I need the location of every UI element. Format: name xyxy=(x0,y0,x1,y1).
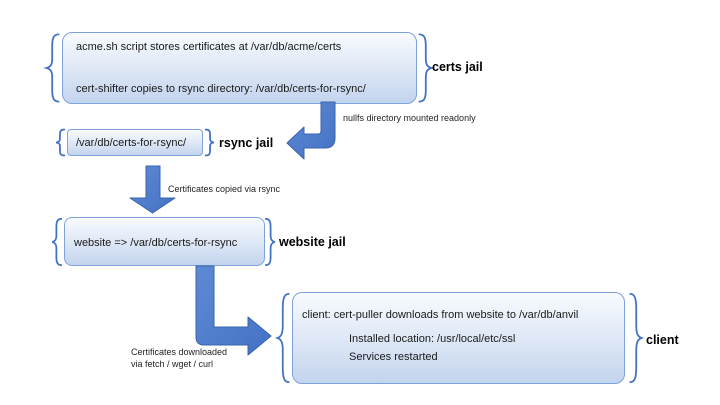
certs-to-rsync-arrow xyxy=(286,101,336,160)
certs-jail-label: certs jail xyxy=(432,60,483,74)
rsync-to-website-arrow xyxy=(129,165,176,214)
client-box: client: cert-puller downloads from websi… xyxy=(292,292,625,384)
rsync-jail-path: /var/db/certs-for-rsync/ xyxy=(76,137,187,149)
website-right-brace xyxy=(264,218,276,266)
client-line1: client: cert-puller downloads from websi… xyxy=(302,309,579,321)
rsync-left-brace xyxy=(55,129,66,156)
rsync-jail-box: /var/db/certs-for-rsync/ xyxy=(67,129,203,156)
certs-jail-line1: acme.sh script stores certificates at /v… xyxy=(76,41,342,53)
client-label: client xyxy=(646,333,679,347)
download-annotation-line2: via fetch / wget / curl xyxy=(131,358,214,369)
certs-jail-box: acme.sh script stores certificates at /v… xyxy=(62,32,417,104)
rsync-right-brace xyxy=(204,129,215,156)
certs-jail-line2: cert-shifter copies to rsync directory: … xyxy=(76,83,366,95)
client-line3: Services restarted xyxy=(349,351,438,363)
download-annotation-line1: Certificates downloaded xyxy=(131,347,228,357)
website-to-client-arrow xyxy=(195,265,272,356)
website-jail-box: website => /var/db/certs-for-rsync xyxy=(64,217,265,266)
certs-right-brace xyxy=(417,33,433,103)
client-line2: Installed location: /usr/local/etc/ssl xyxy=(349,333,516,345)
website-left-brace xyxy=(51,218,63,266)
website-jail-label: website jail xyxy=(279,235,346,249)
client-right-brace xyxy=(628,292,643,384)
website-jail-mapping: website => /var/db/certs-for-rsync xyxy=(74,237,238,249)
rsync-jail-label: rsync jail xyxy=(219,136,274,150)
rsync-copy-annotation: Certificates copied via rsync xyxy=(168,184,281,194)
client-left-brace xyxy=(276,292,291,384)
download-annotation: Certificates downloaded via fetch / wget… xyxy=(131,347,227,370)
nullfs-annotation: nullfs directory mounted readonly xyxy=(343,113,476,123)
certs-left-brace xyxy=(45,33,61,103)
